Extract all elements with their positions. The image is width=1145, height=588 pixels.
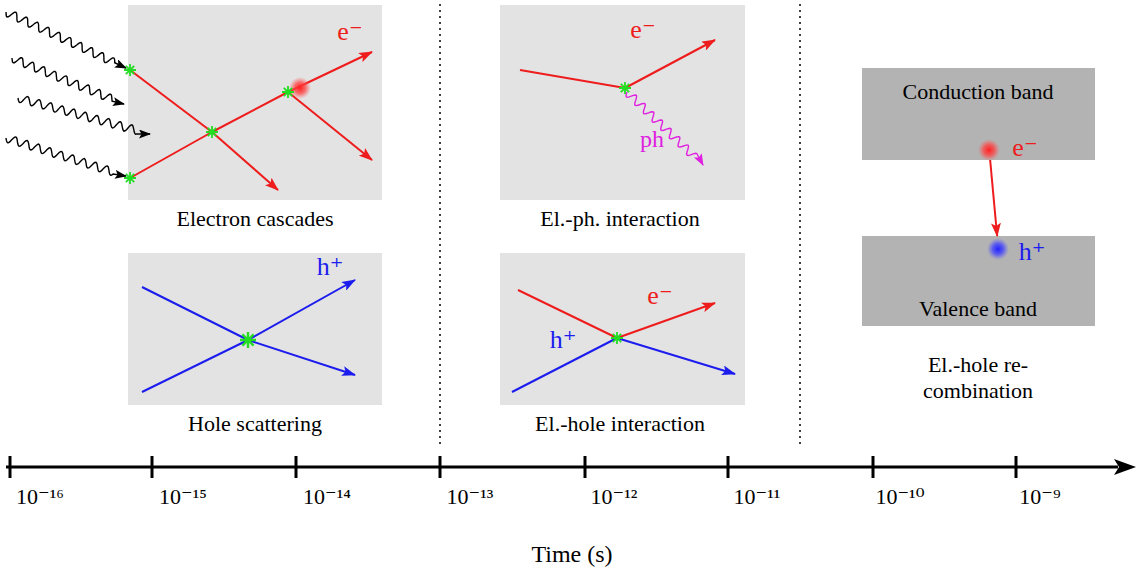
photon-arrows (6, 12, 150, 176)
electron-tracks (130, 52, 372, 190)
particle-label: h⁺ (317, 252, 344, 282)
energy-band: Conduction band e⁻ (862, 68, 1095, 160)
process-panel: e⁻h⁺El.-hole interaction (500, 253, 745, 405)
tick-label: 10⁻⁹ (1019, 484, 1060, 509)
tick-label: 10⁻¹⁴ (303, 484, 351, 509)
band-name: Valence band (919, 296, 1037, 321)
particle-label: h⁺ (1019, 237, 1046, 267)
tick-label: 10⁻¹¹ (734, 484, 781, 509)
electron-hole-tracks (512, 290, 735, 392)
separator-line (799, 4, 801, 445)
scatter-star (619, 82, 631, 94)
axis-ticks (10, 456, 1016, 478)
process-caption: Electron cascades (177, 206, 334, 231)
process-panel: e⁻Electron cascades (128, 5, 382, 200)
particle-label: h⁺ (550, 325, 577, 355)
tick-label: 10⁻¹³ (447, 484, 494, 509)
process-panel: h⁺Hole scattering (128, 253, 382, 405)
electron-blur (289, 77, 311, 99)
process-caption: El.-hole re- combination (908, 352, 1048, 404)
process-panel: e⁻phEl.-ph. interaction (500, 5, 745, 200)
tick-label: 10⁻¹⁵ (159, 484, 207, 509)
electron-dot (978, 139, 1000, 161)
process-caption: Hole scattering (188, 411, 322, 436)
tick-label: 10⁻¹² (591, 484, 638, 509)
electron-phonon-tracks (520, 40, 715, 165)
scatter-star (611, 332, 623, 344)
time-axis (6, 466, 1118, 469)
hole-dot (987, 238, 1009, 260)
hole-tracks (142, 280, 355, 392)
particle-label: e⁻ (337, 17, 362, 47)
tick-label: 10⁻¹⁶ (16, 484, 64, 509)
particle-label: e⁻ (1012, 133, 1037, 163)
separator-line (439, 4, 441, 445)
band-name: Conduction band (903, 79, 1054, 104)
process-caption: El.-ph. interaction (540, 206, 699, 231)
tick-label: 10⁻¹⁰ (875, 484, 924, 509)
process-caption: El.-hole interaction (535, 411, 705, 436)
particle-label: e⁻ (647, 281, 672, 311)
scatter-stars (124, 64, 294, 184)
particle-label: ph (640, 126, 664, 154)
axis-title: Time (s) (531, 541, 612, 569)
recombination-arrow (990, 160, 997, 236)
particle-label: e⁻ (630, 15, 655, 45)
energy-band: h⁺ Valence band (862, 236, 1095, 326)
scatter-star (240, 332, 256, 348)
